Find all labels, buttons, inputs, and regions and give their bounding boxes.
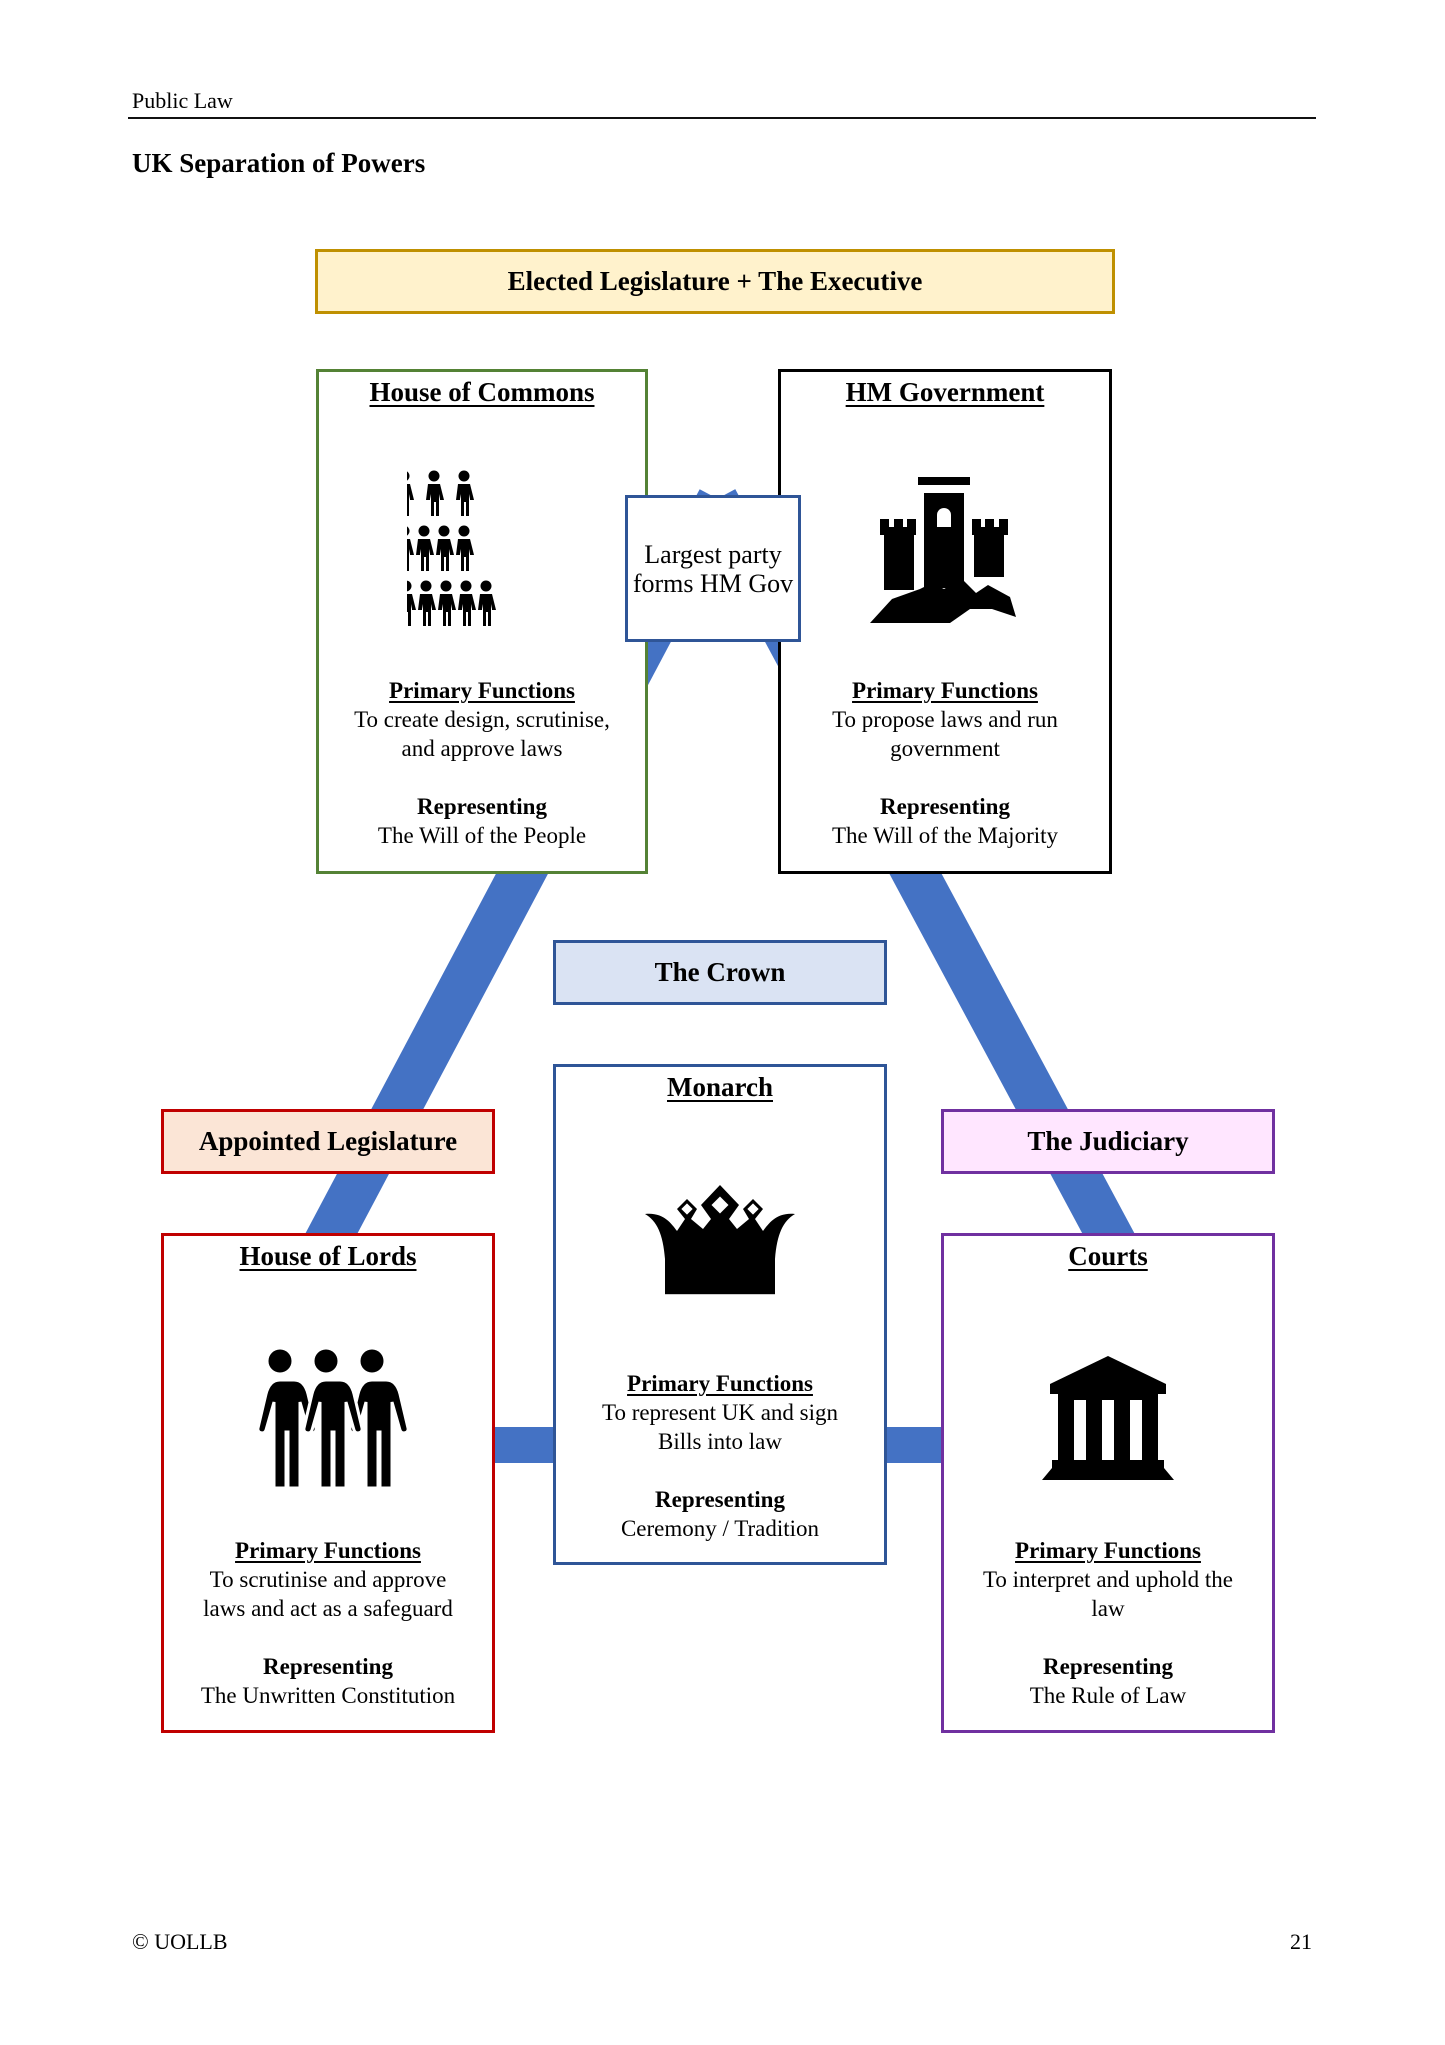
representing-label: Representing — [263, 1654, 393, 1679]
card-title: Courts — [1068, 1241, 1148, 1271]
running-header: Public Law — [132, 88, 233, 113]
page-title: UK Separation of Powers — [132, 148, 426, 178]
representing-value: Ceremony / Tradition — [620, 1516, 820, 1541]
representing-value: The Unwritten Constitution — [200, 1683, 456, 1708]
elected-legislature-executive-banner: Elected Legislature + The Executive — [315, 249, 1115, 314]
footer-copyright: © UOLLB — [132, 1929, 228, 1954]
header-rule — [128, 117, 1316, 119]
banner-label: Appointed Legislature — [198, 1126, 458, 1156]
the-judiciary-banner: The Judiciary — [941, 1109, 1275, 1174]
primary-functions-line: To propose laws and run — [832, 707, 1058, 732]
house-of-commons-card: House of Commons Primary Functions To cr… — [316, 369, 648, 874]
card-title: HM Government — [845, 377, 1045, 407]
house-of-lords-card: House of Lords Primary Functions To scr — [161, 1233, 495, 1733]
card-title: House of Lords — [239, 1241, 417, 1271]
page-number: 21 — [1290, 1929, 1312, 1954]
banner-label: Elected Legislature + The Executive — [507, 266, 923, 296]
primary-functions-line: To interpret and uphold the — [982, 1567, 1234, 1592]
primary-functions-line: government — [890, 736, 1000, 761]
banner-label: The Judiciary — [1027, 1126, 1189, 1156]
primary-functions-line: To represent UK and sign — [602, 1400, 838, 1425]
card-title: House of Commons — [369, 377, 595, 407]
primary-functions-line: and approve laws — [401, 736, 563, 761]
representing-label: Representing — [417, 794, 547, 819]
primary-functions-label: Primary Functions — [389, 678, 575, 703]
crown-icon — [645, 1179, 795, 1306]
representing-value: The Will of the Majority — [831, 823, 1059, 848]
crowd-pyramid-icon — [358, 470, 557, 647]
courthouse-icon — [1038, 1356, 1178, 1493]
castle-icon — [870, 469, 1020, 634]
primary-functions-line: laws and act as a safeguard — [203, 1596, 453, 1621]
monarch-card: Monarch Primary Functions To represent U… — [553, 1064, 887, 1565]
primary-functions-line: To scrutinise and approve — [209, 1567, 447, 1592]
representing-label: Representing — [880, 794, 1010, 819]
note-text: Largest party forms HM Gov — [632, 539, 794, 598]
largest-party-note: Largest party forms HM Gov — [625, 495, 801, 642]
group-of-three-people-icon — [248, 1346, 410, 1505]
primary-functions-label: Primary Functions — [1015, 1538, 1201, 1563]
banner-label: The Crown — [654, 957, 786, 987]
card-title: Monarch — [667, 1072, 773, 1102]
appointed-legislature-banner: Appointed Legislature — [161, 1109, 495, 1174]
hm-government-card: HM Government Primary Functions To propo… — [778, 369, 1112, 874]
representing-value: The Will of the People — [377, 823, 587, 848]
primary-functions-line: To create design, scrutinise, — [354, 707, 610, 732]
primary-functions-label: Primary Functions — [852, 678, 1038, 703]
representing-label: Representing — [1043, 1654, 1173, 1679]
primary-functions-label: Primary Functions — [235, 1538, 421, 1563]
primary-functions-line: law — [1091, 1596, 1125, 1621]
primary-functions-line: Bills into law — [658, 1429, 782, 1454]
courts-card: Courts Primary Functions To interpret an… — [941, 1233, 1275, 1733]
primary-functions-label: Primary Functions — [627, 1371, 813, 1396]
representing-label: Representing — [655, 1487, 785, 1512]
representing-value: The Rule of Law — [1029, 1683, 1187, 1708]
the-crown-banner: The Crown — [553, 940, 887, 1005]
